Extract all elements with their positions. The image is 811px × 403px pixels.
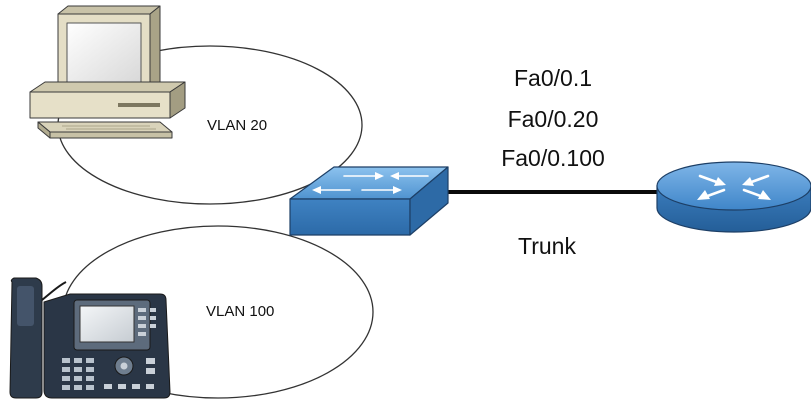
vlan-20-label: VLAN 20	[207, 117, 267, 134]
trunk-label: Trunk	[518, 233, 576, 259]
subinterface-label-2: Fa0/0.20	[508, 106, 599, 132]
vlan-100-label: VLAN 100	[206, 303, 274, 320]
router-icon	[656, 161, 811, 233]
ip-phone-icon	[9, 277, 171, 399]
subinterface-label-3: Fa0/0.100	[501, 145, 605, 171]
layer2-switch-icon	[289, 166, 449, 236]
desktop-computer-icon	[29, 5, 186, 139]
subinterface-label-1: Fa0/0.1	[514, 65, 592, 91]
